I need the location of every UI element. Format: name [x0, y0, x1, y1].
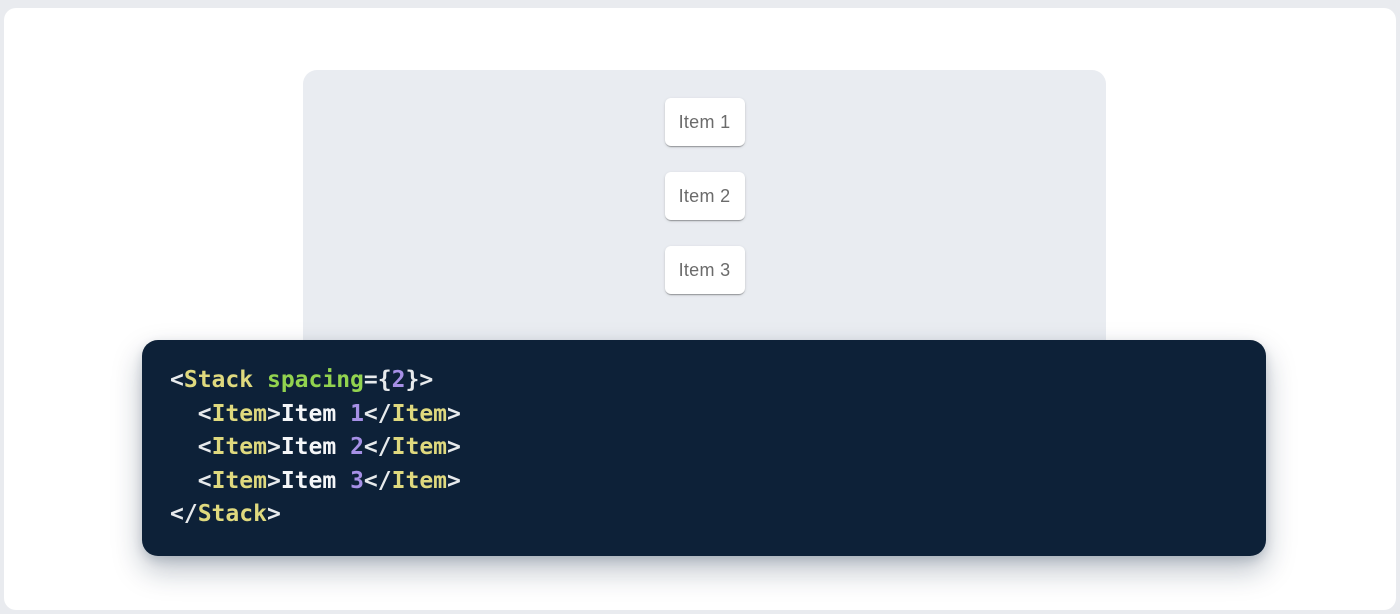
stack-item: Item 3	[665, 246, 745, 294]
stack-item-label: Item 1	[679, 112, 731, 133]
code-line: <Item>Item 1</Item>	[170, 398, 1238, 432]
code-line: <Item>Item 2</Item>	[170, 431, 1238, 465]
code-line: </Stack>	[170, 498, 1238, 532]
code-line: <Item>Item 3</Item>	[170, 465, 1238, 499]
code-line: <Stack spacing={2}>	[170, 364, 1238, 398]
code-block: <Stack spacing={2}> <Item>Item 1</Item> …	[142, 340, 1266, 556]
stack-item-label: Item 2	[679, 186, 731, 207]
stack-item-label: Item 3	[679, 260, 731, 281]
stack-item: Item 1	[665, 98, 745, 146]
stack-container: Item 1 Item 2 Item 3	[303, 70, 1106, 294]
code-content: <Stack spacing={2}> <Item>Item 1</Item> …	[142, 340, 1266, 556]
stack-item: Item 2	[665, 172, 745, 220]
content-card: Item 1 Item 2 Item 3 <Stack spacing={2}>…	[4, 8, 1396, 610]
